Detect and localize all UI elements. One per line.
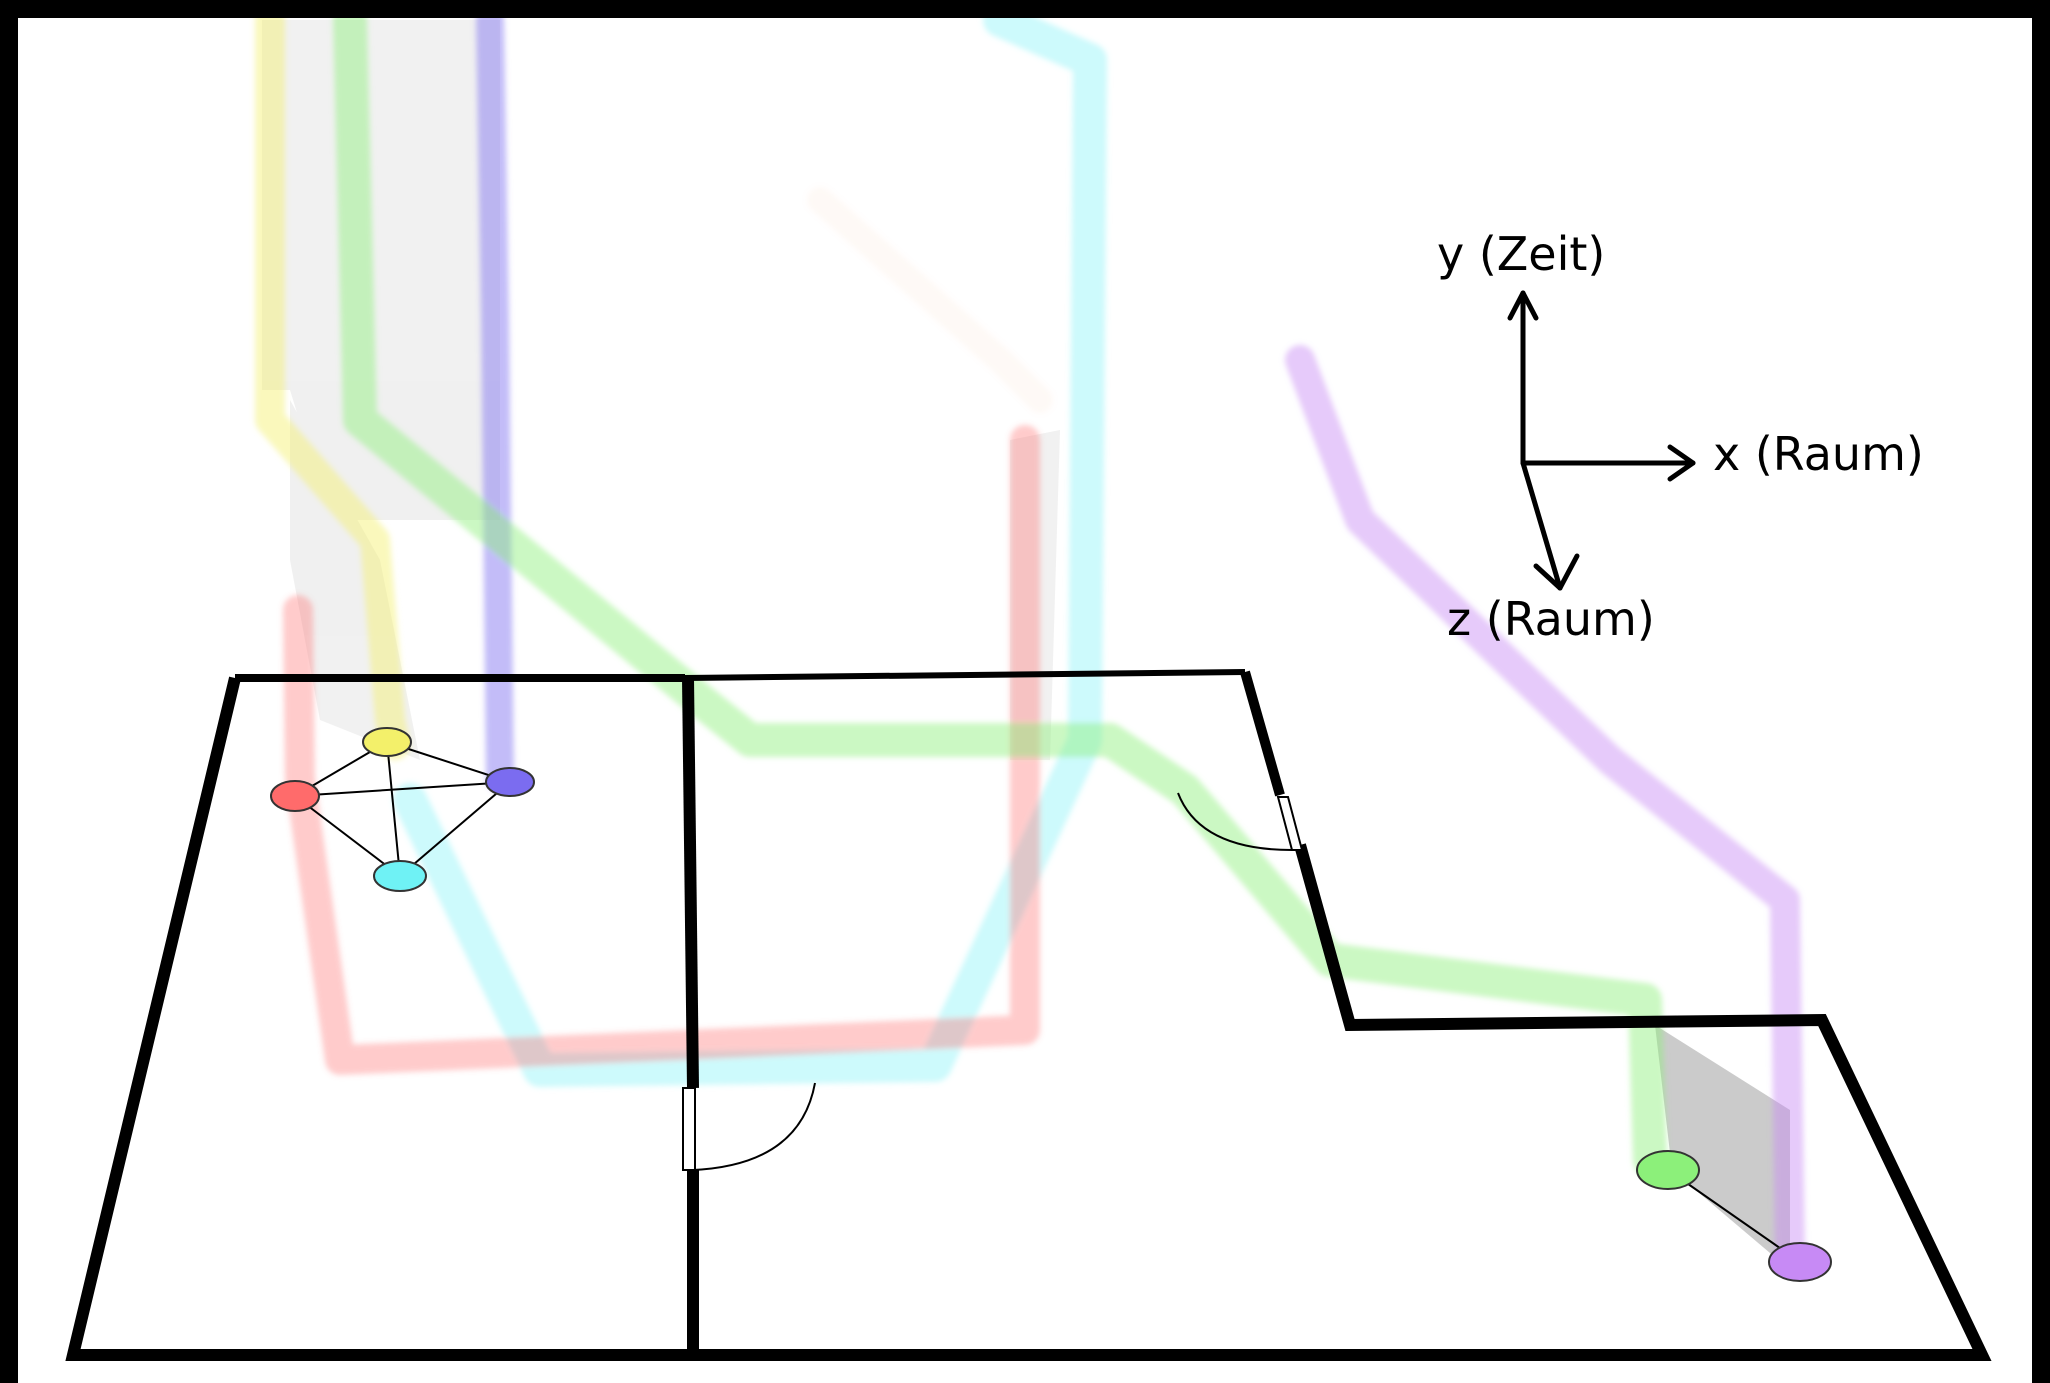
floor-plan: [65, 669, 1992, 1361]
x-axis-label: x (Raum): [1713, 427, 1924, 481]
worldline-blue: [476, 18, 514, 792]
worldline-red: [283, 425, 1040, 1075]
group-surface-right: [1655, 1025, 1790, 1270]
worldline-green: [333, 18, 1667, 1177]
diagram-frame: y (Zeit) x (Raum) z (Raum): [18, 18, 2032, 1383]
interior-wall-upper: [682, 677, 699, 1089]
spacetime-diagram: y (Zeit) x (Raum) z (Raum): [65, 18, 1992, 1361]
worldline-orange: [807, 187, 1053, 413]
axes-indicator: [1507, 290, 1696, 591]
outer-wall-right-upper: [1240, 670, 1285, 797]
z-arrowhead-icon: [1533, 553, 1580, 591]
outer-wall-left-top: [65, 676, 685, 1361]
z-axis-arrow: [1520, 460, 1563, 591]
outer-wall-bottom-right: [685, 843, 1992, 1361]
person-red: [270, 780, 320, 812]
person-blue: [485, 767, 535, 797]
person-purple: [1768, 1242, 1832, 1282]
y-arrowhead-icon: [1507, 290, 1539, 321]
door-interior: [682, 1082, 816, 1171]
x-arrowhead-icon: [1667, 444, 1696, 482]
person-green: [1636, 1150, 1700, 1190]
group-link-right: [1667, 1169, 1801, 1263]
outer-wall-top-right: [684, 669, 1246, 681]
person-yellow: [362, 727, 412, 757]
person-cyan: [373, 860, 427, 892]
z-axis-label: z (Raum): [1447, 592, 1655, 646]
y-axis-label: y (Zeit): [1437, 227, 1605, 281]
person-markers: [270, 727, 1832, 1282]
door-exterior: [1177, 792, 1304, 851]
